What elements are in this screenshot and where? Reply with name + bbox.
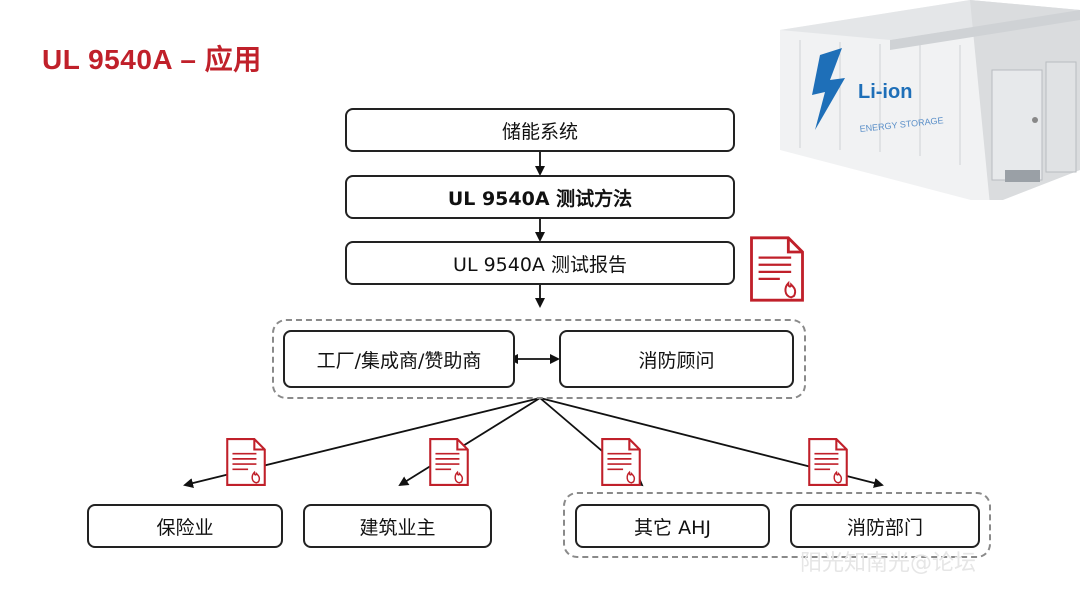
report-document-icon bbox=[750, 236, 804, 302]
box-test-method: UL 9540A 测试方法 bbox=[345, 175, 735, 219]
document-icon-other-ahj bbox=[601, 438, 641, 486]
document-icon-building-owner bbox=[429, 438, 469, 486]
document-icon-insurance bbox=[226, 438, 266, 486]
box-ess: 储能系统 bbox=[345, 108, 735, 152]
energy-storage-container-image: Li-ion ENERGY STORAGE bbox=[780, 0, 1080, 200]
lightning-icon bbox=[812, 48, 845, 130]
document-icon-fire-department bbox=[808, 438, 848, 486]
group-authorities bbox=[563, 492, 991, 558]
group-factory-consultant bbox=[272, 319, 806, 399]
arrow-to-building-owner bbox=[398, 397, 541, 487]
box-building-owner: 建筑业主 bbox=[303, 504, 492, 548]
slide-title: UL 9540A – 应用 bbox=[42, 44, 262, 75]
box-factory: 工厂/集成商/赞助商 bbox=[283, 330, 515, 388]
box-fire-consultant: 消防顾问 bbox=[559, 330, 794, 388]
box-other-ahj: 其它 AHJ bbox=[575, 504, 770, 548]
watermark: 阳光知南光@论坛 bbox=[800, 551, 977, 576]
box-test-report: UL 9540A 测试报告 bbox=[345, 241, 735, 285]
box-insurance: 保险业 bbox=[87, 504, 283, 548]
box-fire-department: 消防部门 bbox=[790, 504, 980, 548]
container-brand: Li-ion bbox=[858, 81, 912, 103]
